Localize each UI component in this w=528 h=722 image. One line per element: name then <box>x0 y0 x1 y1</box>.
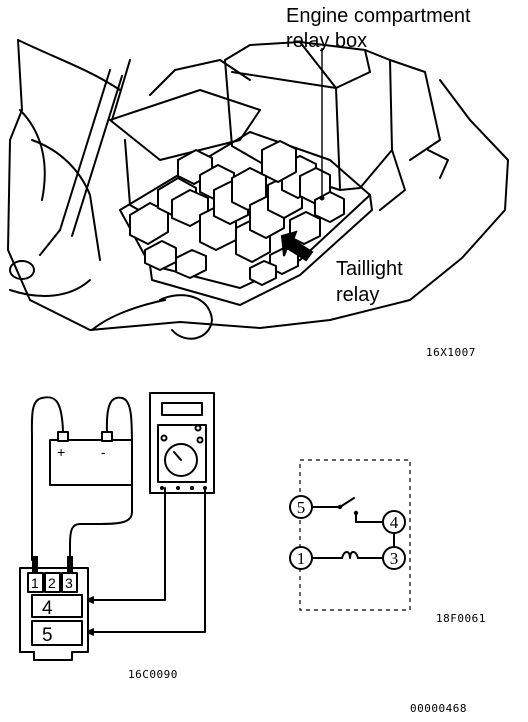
svg-text:5: 5 <box>297 498 306 517</box>
relay-connector: 1 2 3 4 5 <box>19 556 89 661</box>
relay-blocks <box>129 140 345 286</box>
schematic-terminal-5: 5 <box>289 495 313 519</box>
connector-pin-3: 3 <box>65 575 73 591</box>
battery-positive: + <box>57 444 65 460</box>
page-code: 00000468 <box>410 702 467 715</box>
relay-box-label-line1: Engine compartment <box>286 5 471 27</box>
relay-test-setup: + - <box>19 392 215 661</box>
connector-pin-4: 4 <box>42 598 53 619</box>
svg-text:4: 4 <box>390 513 399 532</box>
schematic-terminal-3: 3 <box>382 546 406 570</box>
multimeter <box>149 392 215 494</box>
relay-box-label-line2: relay box <box>286 30 367 52</box>
figure-code-test-setup: 16C0090 <box>128 668 178 681</box>
schematic-terminal-1: 1 <box>289 546 313 570</box>
relay-schematic: 5 4 1 3 <box>289 459 411 611</box>
svg-text:1: 1 <box>297 549 306 568</box>
connector-pin-2: 2 <box>48 575 56 591</box>
battery: + - <box>49 431 133 486</box>
figure-code-relay-circuit: 18F0061 <box>436 612 486 625</box>
figure-code-top: 16X1007 <box>426 346 476 359</box>
taillight-label-line1: Taillight <box>336 258 403 280</box>
taillight-label-line2: relay <box>336 284 379 306</box>
taillight-relay-arrow <box>280 230 314 262</box>
schematic-terminal-4: 4 <box>382 510 406 534</box>
engine-compartment-illustration <box>7 39 509 340</box>
svg-text:3: 3 <box>390 549 399 568</box>
connector-pin-1: 1 <box>31 575 39 591</box>
battery-negative: - <box>101 444 106 460</box>
connector-pin-5: 5 <box>42 625 53 646</box>
